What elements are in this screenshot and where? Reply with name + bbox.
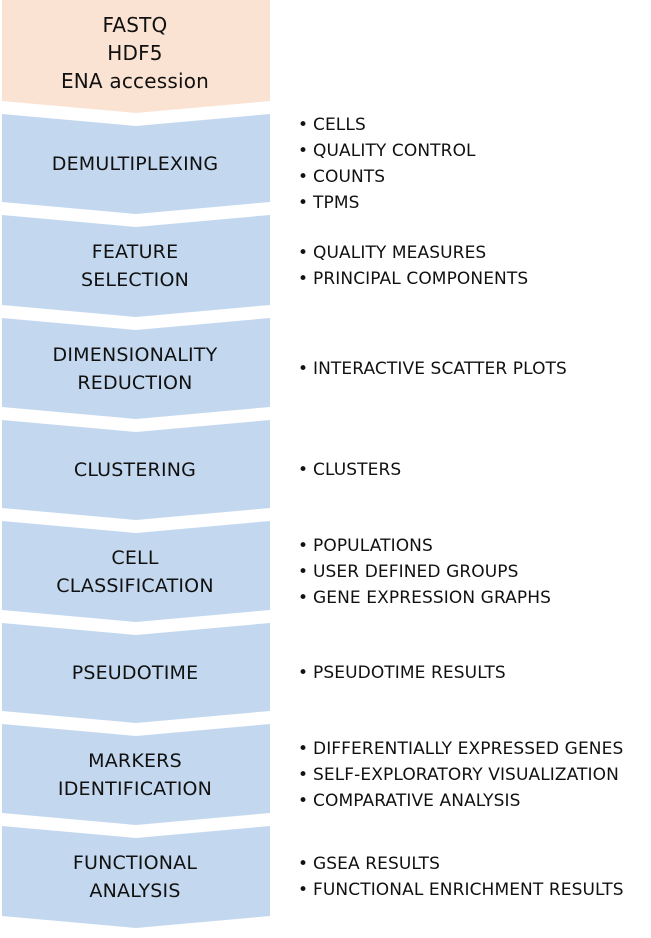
output-item: •TPMS	[298, 190, 476, 216]
output-label: COUNTS	[313, 167, 386, 187]
output-label: DIFFERENTIALLY EXPRESSED GENES	[313, 738, 624, 759]
bullet-icon: •	[298, 243, 309, 263]
step-label-functional-analysis: FUNCTIONAL ANALYSIS	[72, 852, 198, 902]
bullet-icon: •	[298, 193, 309, 213]
output-item: •GSEA RESULTS	[298, 851, 624, 877]
output-label: CELLS	[313, 115, 366, 135]
step-outputs-cell-classification: •POPULATIONS•USER DEFINED GROUPS•GENE EX…	[298, 533, 551, 611]
output-item: •DIFFERENTIALLY EXPRESSED GENES	[298, 736, 623, 762]
bullet-icon: •	[298, 535, 309, 556]
output-item: •SELF-EXPLORATORY VISUALIZATION	[298, 762, 623, 788]
output-item: •COUNTS	[298, 164, 476, 190]
step-outputs-markers-identification: •DIFFERENTIALLY EXPRESSED GENES•SELF-EXP…	[298, 736, 623, 814]
output-label: PSEUDOTIME RESULTS	[313, 663, 506, 683]
output-label: GSEA RESULTS	[313, 854, 441, 874]
input-formats-block	[2, 0, 270, 113]
output-item: •PSEUDOTIME RESULTS	[298, 660, 506, 686]
output-item: •CELLS	[298, 112, 476, 138]
output-label: SELF-EXPLORATORY VISUALIZATION	[313, 764, 619, 785]
bullet-icon: •	[298, 738, 309, 759]
step-chevron-pseudotime	[2, 623, 270, 723]
output-label: QUALITY MEASURES	[313, 243, 487, 263]
output-item: •GENE EXPRESSION GRAPHS	[298, 585, 551, 611]
step-outputs-clustering: •CLUSTERS	[298, 457, 401, 483]
step-outputs-functional-analysis: •GSEA RESULTS•FUNCTIONAL ENRICHMENT RESU…	[298, 851, 624, 903]
output-label: GENE EXPRESSION GRAPHS	[313, 587, 552, 608]
step-label-markers-identification: MARKERS IDENTIFICATION	[57, 749, 213, 800]
output-label: QUALITY CONTROL	[313, 141, 476, 161]
bullet-icon: •	[298, 460, 309, 480]
bullet-icon: •	[298, 358, 309, 379]
bullet-icon: •	[298, 587, 309, 608]
step-outputs-pseudotime: •PSEUDOTIME RESULTS	[298, 660, 506, 686]
bullet-icon: •	[298, 790, 309, 811]
bullet-icon: •	[298, 269, 309, 289]
output-item: •PRINCIPAL COMPONENTS	[298, 266, 528, 292]
output-label: CLUSTERS	[313, 460, 402, 480]
output-item: •COMPARATIVE ANALYSIS	[298, 788, 623, 814]
step-chevron-markers-identification	[2, 724, 270, 825]
output-item: •INTERACTIVE SCATTER PLOTS	[298, 356, 567, 382]
step-chevron-feature-selection	[2, 215, 270, 317]
step-label-pseudotime: PSEUDOTIME	[71, 662, 199, 684]
output-label: USER DEFINED GROUPS	[313, 561, 519, 582]
step-chevron-functional-analysis	[2, 826, 270, 928]
step-outputs-dimensionality-reduction: •INTERACTIVE SCATTER PLOTS	[298, 356, 567, 382]
step-chevron-demultiplexing	[2, 114, 270, 214]
output-label: FUNCTIONAL ENRICHMENT RESULTS	[313, 880, 624, 900]
output-label: INTERACTIVE SCATTER PLOTS	[313, 358, 567, 379]
step-chevron-clustering	[2, 420, 270, 520]
output-item: •POPULATIONS	[298, 533, 551, 559]
output-item: •CLUSTERS	[298, 457, 401, 483]
bullet-icon: •	[298, 115, 309, 135]
step-outputs-demultiplexing: •CELLS•QUALITY CONTROL•COUNTS•TPMS	[298, 112, 476, 216]
bullet-icon: •	[298, 663, 309, 683]
output-item: •QUALITY CONTROL	[298, 138, 476, 164]
output-label: PRINCIPAL COMPONENTS	[313, 269, 529, 289]
output-item: •QUALITY MEASURES	[298, 240, 528, 266]
bullet-icon: •	[298, 167, 309, 187]
step-label-demultiplexing: DEMULTIPLEXING	[51, 153, 219, 175]
output-label: TPMS	[313, 193, 360, 213]
step-outputs-feature-selection: •QUALITY MEASURES•PRINCIPAL COMPONENTS	[298, 240, 528, 292]
bullet-icon: •	[298, 854, 309, 874]
output-label: POPULATIONS	[313, 535, 433, 556]
step-label-cell-classification: CELL CLASSIFICATION	[56, 546, 214, 597]
step-label-feature-selection: FEATURE SELECTION	[80, 241, 190, 291]
bullet-icon: •	[298, 141, 309, 161]
output-item: •FUNCTIONAL ENRICHMENT RESULTS	[298, 877, 624, 903]
step-chevron-dimensionality-reduction	[2, 318, 270, 419]
output-item: •USER DEFINED GROUPS	[298, 559, 551, 585]
step-label-dimensionality-reduction: DIMENSIONALITY REDUCTION	[52, 343, 218, 394]
input-formats-label: FASTQ HDF5 ENA accession	[60, 12, 210, 93]
bullet-icon: •	[298, 880, 309, 900]
bullet-icon: •	[298, 561, 309, 582]
step-label-clustering: CLUSTERING	[73, 459, 197, 481]
step-chevron-cell-classification	[2, 521, 270, 622]
output-label: COMPARATIVE ANALYSIS	[313, 790, 521, 811]
bullet-icon: •	[298, 764, 309, 785]
